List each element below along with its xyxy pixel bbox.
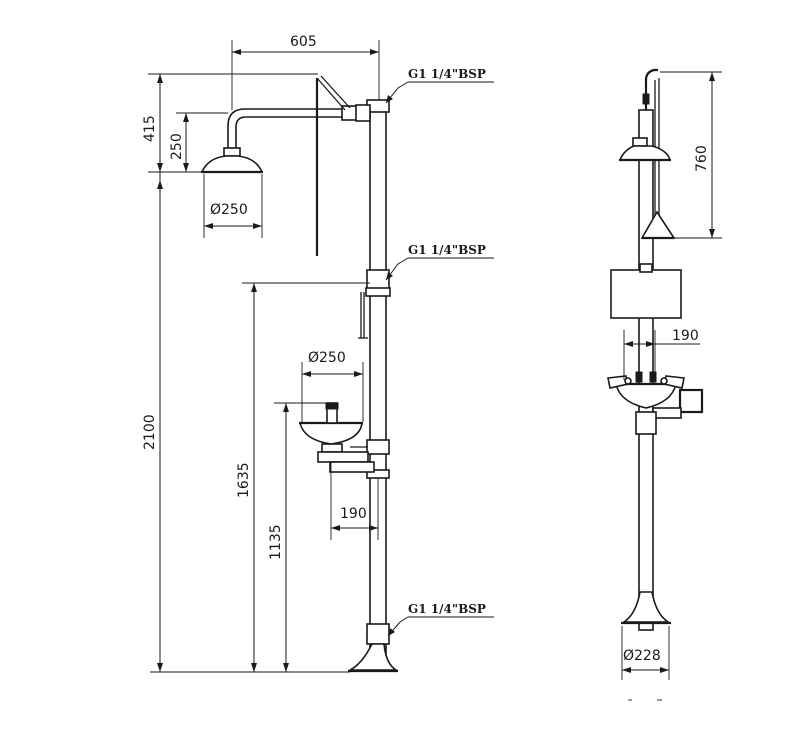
thread-label-mid: G1 1/4"BSP (385, 243, 494, 281)
dim-bowl-offset: 190 (340, 506, 367, 522)
dim-head-drop: 250 (169, 133, 185, 160)
shower-head (200, 155, 264, 173)
dim-eyewash-offset: 190 (672, 328, 699, 344)
thread-label-top: G1 1/4"BSP (385, 67, 494, 104)
svg-text:G1 1/4"BSP: G1 1/4"BSP (408, 67, 486, 81)
dim-head-height: 415 (142, 115, 158, 142)
pipe-coupling-bottom (366, 623, 390, 645)
eyewash-bowl (298, 422, 363, 445)
dim-total-height: 2100 (142, 414, 158, 450)
thread-label-bottom: G1 1/4"BSP (387, 602, 494, 637)
svg-text:G1 1/4"BSP: G1 1/4"BSP (408, 602, 486, 616)
side-main-pipe (638, 109, 654, 631)
main-pipe (369, 101, 387, 669)
svg-text:G1 1/4"BSP: G1 1/4"BSP (408, 243, 486, 257)
dim-mid-inlet-height: 1635 (236, 462, 252, 498)
front-view: 605 415 250 Ø250 2100 Ø250 (142, 34, 494, 673)
side-top-hook (644, 68, 658, 110)
side-eyewash-bowl (615, 383, 677, 409)
side-base-flange (621, 591, 671, 623)
dim-bowl-height: 1135 (268, 524, 284, 560)
side-sign-plate (610, 269, 682, 319)
base-flange (349, 643, 399, 671)
side-shower-head (618, 145, 672, 161)
dim-base-diameter: Ø228 (623, 648, 661, 664)
dim-handle-length: 760 (694, 145, 710, 172)
dim-arm-reach: 605 (290, 34, 317, 50)
pipe-coupling-ring (365, 287, 391, 297)
shower-head-neck (223, 147, 241, 157)
side-paddle-valve (678, 388, 704, 414)
dim-bowl-diameter: Ø250 (308, 350, 346, 366)
dim-head-diameter: Ø250 (210, 202, 248, 218)
pipe-coupling-valve (366, 439, 390, 455)
side-view: 760 190 Ø228 (607, 68, 722, 701)
